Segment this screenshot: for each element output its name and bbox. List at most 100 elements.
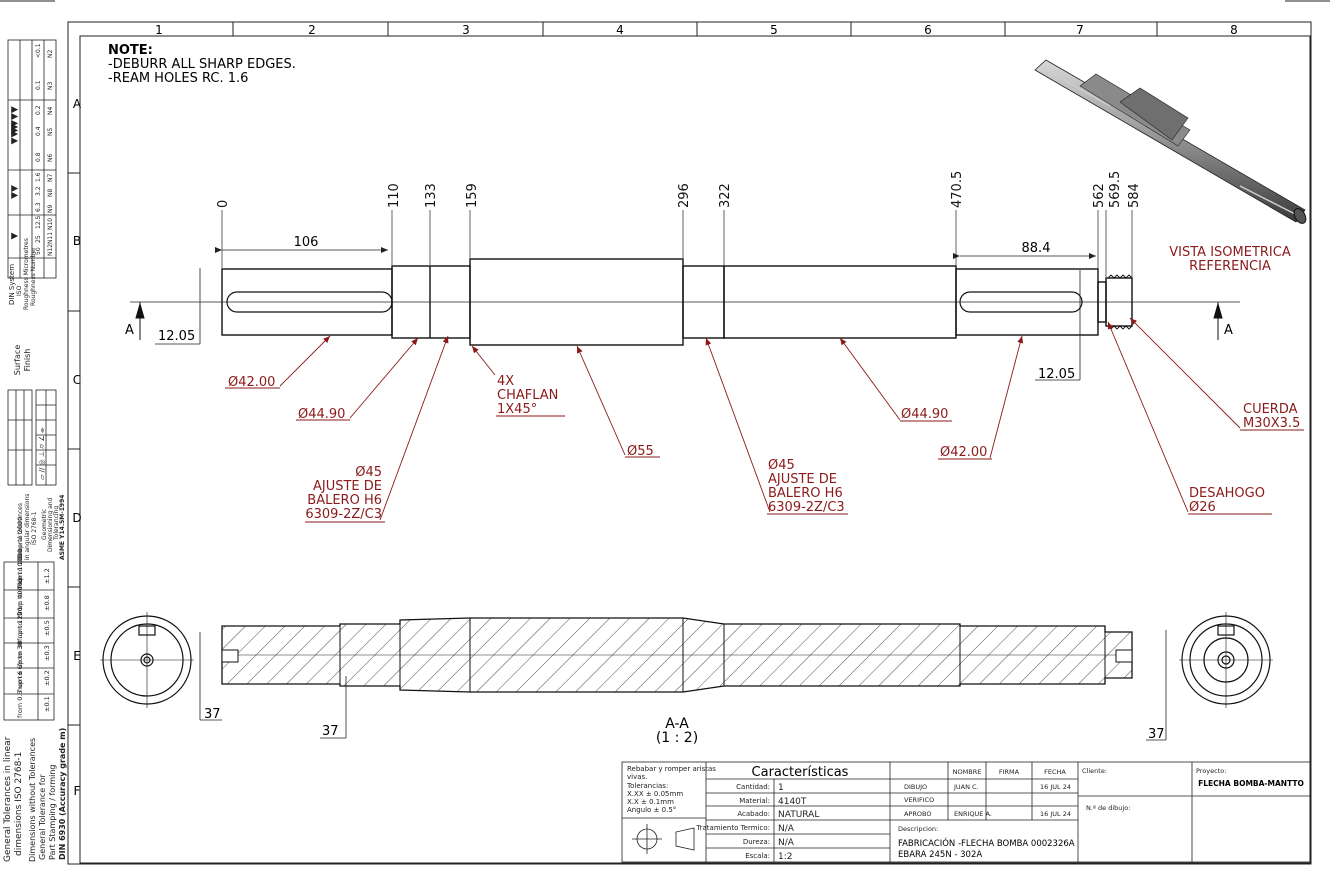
roughness-6: 6.3 <box>35 202 42 212</box>
bearing-left-2: AJUSTE DE <box>313 479 382 494</box>
tb-name-0: JUAN C. <box>953 783 979 791</box>
roughness-n12: N12 <box>47 244 54 256</box>
bearing-left-3: BALERO H6 <box>307 493 382 508</box>
tb-row-label-1: Material: <box>739 797 770 805</box>
note-title: NOTE: <box>108 43 153 58</box>
tb-note-4: X.XX ± 0.05mm <box>627 790 683 798</box>
roughness-lt: <0.1 <box>35 43 42 58</box>
station-569: 569.5 <box>1108 171 1123 208</box>
tb-note-1: Rebabar y romper aristas <box>627 765 716 773</box>
extension-lines <box>221 210 1133 281</box>
range-5: from 400 up to 1000 <box>16 549 24 616</box>
angular-title-3: ISO 2768-1 <box>31 511 38 545</box>
tb-row-value-4: N/A <box>778 838 795 848</box>
tb-row-value-2: NATURAL <box>778 810 819 820</box>
tb-date-2: 16 JUL 24 <box>1040 810 1071 818</box>
relief-label-1: DESAHOGO <box>1189 486 1265 501</box>
iso-label-1: VISTA ISOMETRICA <box>1169 245 1291 260</box>
zone-col-4: 4 <box>616 23 624 37</box>
svg-text:▼▼▼: ▼▼▼ <box>10 124 20 145</box>
roughness-n2: N2 <box>47 50 54 58</box>
tb-row-label-5: Escala: <box>745 852 770 860</box>
roughness-n9: N9 <box>47 205 54 213</box>
angular-title-1: General tolerances <box>17 503 24 560</box>
range-1: from 0.5 up to 6 <box>16 665 24 718</box>
tb-proyecto: FLECHA BOMBA-MANTTO <box>1198 779 1304 788</box>
tol-6: ±1.2 <box>43 568 51 584</box>
roughness-micro-label: Roughness Micrometres <box>23 238 30 310</box>
zone-col-5: 5 <box>770 23 778 37</box>
tb-caracteristicas: Características <box>752 765 849 780</box>
zone-columns: 1 2 3 4 5 6 7 8 <box>155 22 1238 37</box>
relief-label-2: Ø26 <box>1189 500 1216 515</box>
leader-lines <box>225 317 1304 523</box>
tb-header-nombre: NOMBRE <box>953 768 982 776</box>
note-line-2: -REAM HOLES RC. 1.6 <box>108 71 248 86</box>
zone-row-e: E <box>73 649 81 663</box>
callout-d42-left: Ø42.00 <box>228 375 275 390</box>
callout-d55: Ø55 <box>627 444 654 459</box>
roughness-number-label: Roughness Number <box>30 247 37 306</box>
tol-3: ±0.3 <box>43 645 51 661</box>
station-584: 584 <box>1127 183 1142 208</box>
bearing-left-1: Ø45 <box>355 465 382 480</box>
zone-row-d: D <box>72 511 81 525</box>
tb-row-value-5: 1:2 <box>778 852 792 862</box>
angular-title-2: in angular dimensions <box>24 494 31 560</box>
callout-chamfer-3: 1X45° <box>497 402 537 417</box>
zone-col-6: 6 <box>924 23 932 37</box>
dim-106: 106 <box>294 235 319 250</box>
tb-date-0: 16 JUL 24 <box>1040 783 1071 791</box>
zone-row-b: B <box>73 234 81 248</box>
tb-header-firma: FIRMA <box>999 768 1020 776</box>
tb-descripcion-label: Descripcion: <box>898 825 938 833</box>
din-system-label: DIN System <box>8 264 16 305</box>
tb-row-label-0: Cantidad: <box>736 783 770 791</box>
zone-col-8: 8 <box>1230 23 1238 37</box>
roughness-1-6: 1.6 <box>35 172 42 182</box>
linear-sub-4: DIN 6930 (Accuracy grade m) <box>58 728 67 860</box>
callout-d44-right: Ø44.90 <box>901 407 948 422</box>
station-322: 322 <box>718 183 733 208</box>
linear-tolerance-table <box>3 561 55 721</box>
dim-12-left: 12.05 <box>158 329 195 344</box>
range-6: from 1000 up to 2000 <box>16 517 24 588</box>
station-0: 0 <box>216 200 231 208</box>
roughness-12: 12.5 <box>35 215 42 229</box>
angular-tolerance-table <box>7 389 57 486</box>
tb-header-fecha: FECHA <box>1044 768 1066 776</box>
din-iso-label: ISO <box>16 285 23 296</box>
gdt-title-4: ASME Y14.5M-1994 <box>59 495 66 560</box>
bearing-right-3: BALERO H6 <box>768 486 843 501</box>
iso-label-2: REFERENCIA <box>1189 259 1271 274</box>
keyway-depth-dims <box>155 268 1081 381</box>
tol-5: ±0.8 <box>43 595 51 611</box>
tb-note-5: X.X ± 0.1mm <box>627 798 674 806</box>
callout-chamfer-2: CHAFLAN <box>497 388 558 403</box>
section-marker-right: A <box>1224 323 1233 338</box>
thread-label-2: M30X3.5 <box>1243 416 1300 431</box>
thread-label-1: CUERDA <box>1243 402 1298 417</box>
tb-note-2: vivas. <box>627 773 647 781</box>
dim-37-mid: 37 <box>322 724 339 739</box>
tb-role-0: DIBUJO <box>904 783 927 791</box>
roughness-n8: N8 <box>47 189 54 197</box>
svg-text:▼▼: ▼▼ <box>10 185 20 199</box>
station-296: 296 <box>677 183 692 208</box>
tb-row-value-3: N/A <box>778 824 795 834</box>
tb-role-2: APROBO <box>904 810 931 818</box>
roughness-n7: N7 <box>47 174 54 182</box>
gdt-title-1: Geometric <box>41 509 48 540</box>
tb-name-2: ENRIQUE A. <box>954 810 992 818</box>
keyways <box>226 291 1083 313</box>
roughness-n3: N3 <box>47 82 54 90</box>
finish-label: Finish <box>23 349 32 372</box>
tb-role-1: VERIFICO <box>904 796 934 804</box>
roughness-0-4: 0.4 <box>35 126 42 136</box>
roughness-n6: N6 <box>47 154 54 162</box>
roughness-0-2: 0.2 <box>35 105 42 115</box>
tb-cliente-label: Cliente: <box>1082 767 1107 775</box>
section-scale: (1 : 2) <box>656 730 698 746</box>
